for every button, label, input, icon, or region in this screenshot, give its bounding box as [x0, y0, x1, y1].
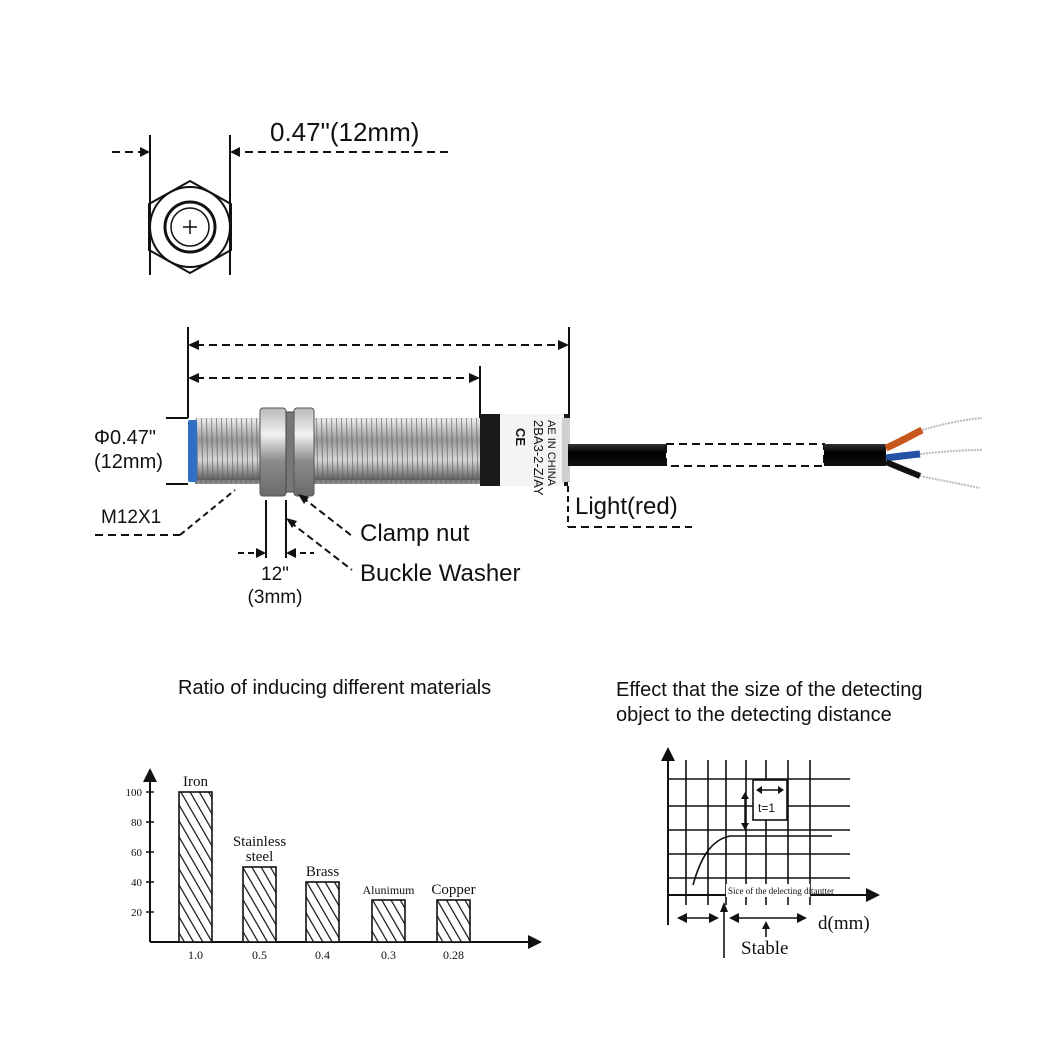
- cable-break: [665, 443, 825, 467]
- materials-chart-heading: Ratio of inducing different materials: [178, 677, 492, 699]
- caption-bg: [726, 884, 810, 897]
- washer-width-label: 12" (3mm): [242, 563, 308, 609]
- distance-chart-heading: Effect that the size of the detecting ob…: [616, 678, 923, 728]
- arrow-icon: [286, 518, 297, 528]
- arrow-icon: [188, 340, 199, 350]
- inset-box: [752, 779, 788, 821]
- ce-mark: CE: [513, 428, 528, 446]
- wire-blue: [885, 450, 921, 462]
- bar: [436, 899, 471, 943]
- y-tick-label: 40: [131, 877, 143, 889]
- diameter-label-line: Φ0.47": [94, 427, 156, 449]
- product-label-text: AE IN CHINA: [545, 420, 557, 487]
- inset-label: t=1: [758, 801, 775, 815]
- wire-strands: [921, 417, 983, 431]
- arrow-icon: [558, 340, 569, 350]
- indicator-ring: [562, 418, 570, 482]
- arrow-icon: [866, 888, 880, 902]
- buckle-washer-label: Buckle Washer: [360, 560, 521, 587]
- cable: [568, 444, 666, 466]
- washer-width-line: (3mm): [247, 587, 303, 608]
- bar: [242, 866, 277, 943]
- threaded-body: [195, 418, 480, 484]
- wire-strands: [919, 475, 981, 489]
- y-tick-label: 100: [126, 787, 143, 799]
- bar-category-label: Iron: [183, 774, 208, 790]
- wire-brown: [884, 426, 924, 452]
- curve-caption: Sice of the delecting ditantter: [728, 886, 834, 896]
- bar-category-label: Alunimum: [362, 883, 415, 897]
- y-tick-label: 80: [131, 817, 143, 829]
- arrow-icon: [256, 548, 266, 558]
- cable-end: [824, 444, 886, 466]
- arrow-icon: [143, 768, 157, 782]
- sensor-face-circle: [163, 200, 217, 254]
- leader-line: [179, 489, 236, 536]
- sensor-inner-circle: [170, 207, 210, 247]
- diameter-label-line: (12mm): [94, 451, 163, 473]
- clamp-nut: [259, 407, 287, 497]
- clamp-nut-label: Clamp nut: [360, 520, 470, 547]
- hex-nut-outline: [148, 179, 232, 275]
- bar-category-label: steel: [246, 849, 274, 865]
- y-tick-label: 60: [131, 847, 143, 859]
- x-tick-label: 0.5: [252, 948, 267, 962]
- nut-circle: [149, 186, 231, 268]
- arrow-icon: [188, 373, 199, 383]
- light-label: Light(red): [575, 493, 678, 520]
- side-view: 2BA3-2-Z/AY AE IN CHINA CE: [95, 327, 983, 571]
- product-label-text: 2BA3-2-Z/AY: [531, 420, 546, 496]
- bar-category-label: Brass: [306, 864, 339, 880]
- arrow-icon: [298, 494, 309, 504]
- product-label: [500, 414, 564, 486]
- x-tick-label: 0.4: [315, 948, 330, 962]
- arrow-icon: [528, 935, 542, 949]
- wire-black: [884, 459, 922, 479]
- arrow-icon: [661, 747, 675, 761]
- top-view: [112, 135, 448, 275]
- arrow-icon: [286, 548, 296, 558]
- arrow-icon: [469, 373, 480, 383]
- y-tick-label: 20: [131, 907, 143, 919]
- arrow-icon: [140, 147, 150, 157]
- arrow-icon: [230, 147, 240, 157]
- distance-curve: [692, 835, 832, 886]
- bar: [371, 899, 406, 943]
- distance-heading-line: Effect that the size of the detecting: [616, 679, 923, 701]
- bar: [305, 881, 340, 943]
- diameter-label: Φ0.47" (12mm): [94, 426, 163, 474]
- bar: [178, 791, 213, 943]
- buckle-washer: [285, 411, 295, 493]
- bar-category-label: Stainless: [233, 834, 286, 850]
- thread-label: M12X1: [101, 507, 162, 528]
- x-axis-label: d(mm): [818, 913, 870, 934]
- bar-category-label: Copper: [431, 882, 475, 898]
- stable-label: Stable: [741, 938, 789, 959]
- x-tick-label: 1.0: [188, 948, 203, 962]
- distance-chart: t=1 Sice of the delecting ditantter: [661, 747, 880, 958]
- sensing-face: [188, 420, 197, 482]
- leader-line: [301, 496, 353, 537]
- x-tick-label: 0.3: [381, 948, 396, 962]
- clamp-nut-2: [293, 407, 315, 497]
- distance-heading-line: object to the detecting distance: [616, 704, 892, 726]
- x-tick-label: 0.28: [443, 948, 464, 962]
- wire-strands: [919, 449, 983, 455]
- washer-width-line: 12": [261, 564, 289, 585]
- top-view-dimension-label: 0.47"(12mm): [270, 117, 420, 147]
- grid: [668, 760, 850, 905]
- leader-line: [289, 521, 353, 571]
